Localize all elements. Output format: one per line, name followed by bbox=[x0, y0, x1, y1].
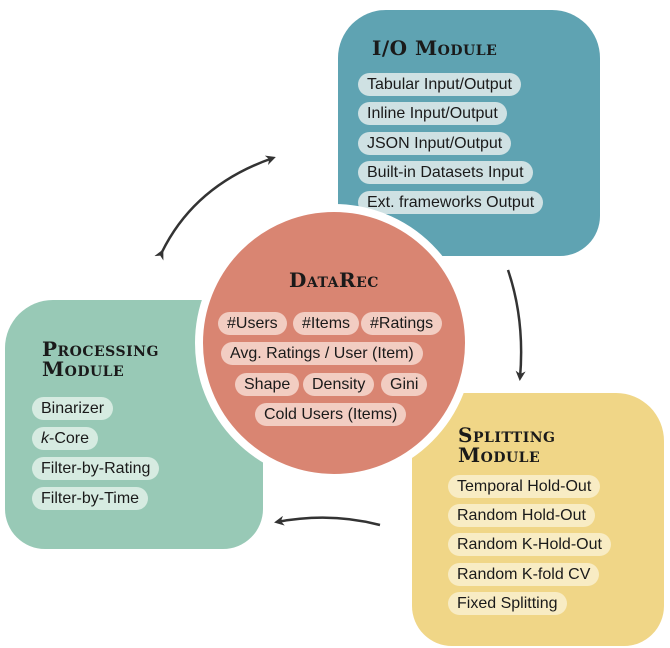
io-module-title: I/O Module bbox=[372, 36, 498, 60]
datarec-metric: Avg. Ratings / User (Item) bbox=[221, 342, 423, 365]
datarec-metric: Shape bbox=[235, 373, 300, 396]
io-item: Tabular Input/Output bbox=[358, 73, 521, 96]
title-line: Module bbox=[458, 443, 541, 467]
splitting-item: Random K-fold CV bbox=[448, 563, 600, 586]
arrow-io-splitting bbox=[506, 269, 526, 381]
title-line: Splitting bbox=[458, 423, 556, 447]
datarec-title: DataRec bbox=[289, 268, 379, 292]
title-line: Module bbox=[42, 357, 125, 381]
datarec-metric: #Ratings bbox=[361, 312, 443, 335]
arrow-processing-io bbox=[154, 155, 276, 261]
title-line: Processing bbox=[42, 337, 159, 361]
splitting-item: Random K-Hold-Out bbox=[448, 533, 611, 556]
io-module: I/O Module Tabular Input/Output Inline I… bbox=[338, 10, 600, 256]
datarec-metric: #Items bbox=[293, 312, 360, 335]
io-item: Built-in Datasets Input bbox=[358, 161, 533, 184]
splitting-item: Random Hold-Out bbox=[448, 504, 595, 527]
processing-item: k-Core bbox=[32, 427, 99, 450]
processing-item: Filter-by-Rating bbox=[32, 457, 160, 480]
processing-item: Binarizer bbox=[32, 397, 114, 420]
arrow-splitting-processing bbox=[274, 515, 381, 527]
io-item: Inline Input/Output bbox=[358, 102, 507, 125]
io-item: Ext. frameworks Output bbox=[358, 191, 544, 214]
datarec-metric: #Users bbox=[218, 312, 287, 335]
datarec-metric: Cold Users (Items) bbox=[255, 403, 407, 426]
io-item: JSON Input/Output bbox=[358, 132, 512, 155]
splitting-item: Fixed Splitting bbox=[448, 592, 567, 615]
processing-item: Filter-by-Time bbox=[32, 487, 149, 510]
datarec-core: DataRec #Users #Items #Ratings Avg. Rati… bbox=[195, 204, 473, 482]
datarec-metric: Gini bbox=[381, 373, 428, 396]
k-prefix: k bbox=[41, 430, 49, 447]
datarec-metric: Density bbox=[303, 373, 375, 396]
item-label: -Core bbox=[49, 430, 90, 447]
splitting-item: Temporal Hold-Out bbox=[448, 475, 601, 498]
